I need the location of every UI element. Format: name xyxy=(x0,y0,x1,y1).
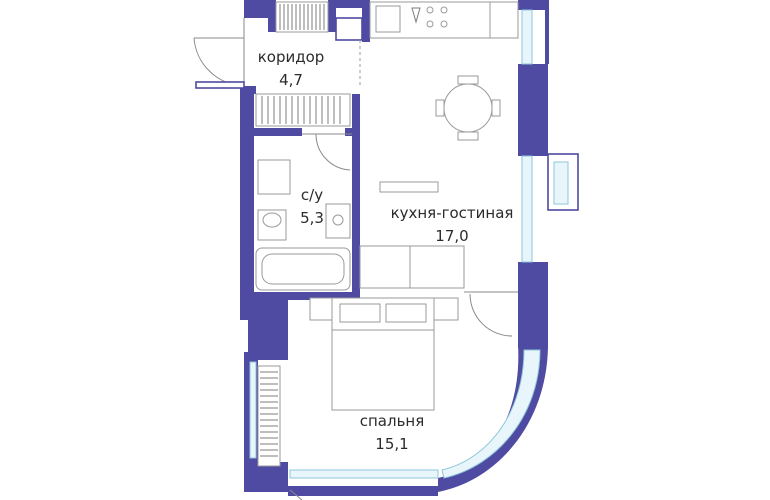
washing-machine xyxy=(257,159,291,195)
kitchen-sink xyxy=(375,5,401,33)
wardrobe-top xyxy=(275,1,329,33)
bedroom-door xyxy=(464,291,518,337)
wardrobe-bedroom xyxy=(257,365,281,467)
wall-right-top xyxy=(518,0,548,10)
room-corridor-label: коридор 4,7 xyxy=(258,48,325,89)
wall-corridor-bath xyxy=(254,128,302,136)
curved-window-glass xyxy=(441,349,541,479)
wardrobe-corridor xyxy=(255,93,351,127)
wall-bath-bedroom xyxy=(240,292,360,300)
wall-shaft xyxy=(336,0,362,8)
bedroom-window-left xyxy=(249,361,257,459)
room-bedroom-label: спальня 15,1 xyxy=(360,412,425,453)
wall-bedroom-left-upper xyxy=(248,296,288,360)
wall-bath-right xyxy=(352,94,360,298)
room-name: с/у xyxy=(301,186,323,204)
room-name: спальня xyxy=(360,412,425,430)
wall-right-upper xyxy=(518,64,548,156)
windows xyxy=(249,9,569,479)
wall-bedroom-bottom xyxy=(288,486,438,496)
wall-top-right-stub xyxy=(362,0,370,42)
wall-left-corridor-cap xyxy=(240,86,256,94)
room-kitchen-label: кухня-гостиная 17,0 xyxy=(391,204,514,245)
bed xyxy=(309,297,459,411)
kitchen-counter xyxy=(359,1,519,86)
wall-right-mid xyxy=(518,262,548,348)
bathroom-fixtures xyxy=(255,159,351,291)
balcony-window xyxy=(553,161,569,205)
kitchen-window-mid xyxy=(521,155,533,263)
hob-burner xyxy=(426,6,434,14)
room-name: кухня-гостиная xyxy=(391,204,514,222)
entrance-door xyxy=(193,18,245,89)
room-area: 5,3 xyxy=(300,209,324,227)
bedroom-bottom-door xyxy=(289,489,303,500)
sofa xyxy=(359,245,465,289)
fridge xyxy=(489,1,519,39)
wall-top-left-stub xyxy=(244,0,274,18)
dining-table xyxy=(435,75,501,141)
wall-corridor-bath-b xyxy=(345,128,357,136)
wall-top-stub-b xyxy=(328,0,336,32)
room-area: 4,7 xyxy=(279,71,303,89)
room-area: 15,1 xyxy=(375,435,408,453)
bath-door xyxy=(302,133,352,171)
wall-right-edge-top xyxy=(545,0,549,64)
kitchen-window-top xyxy=(521,9,533,65)
room-area: 17,0 xyxy=(435,227,468,245)
wall-top-stub-a xyxy=(268,0,276,32)
tv-stand xyxy=(379,181,439,193)
wall-left-corridor xyxy=(240,86,254,300)
curved-window xyxy=(438,344,548,492)
room-bathroom-label: с/у 5,3 xyxy=(300,186,324,227)
room-name: коридор xyxy=(258,48,325,66)
wall-bedroom-bottom-left xyxy=(244,462,288,492)
shaft-box xyxy=(335,17,363,41)
bedroom-window-bottom xyxy=(289,469,439,479)
